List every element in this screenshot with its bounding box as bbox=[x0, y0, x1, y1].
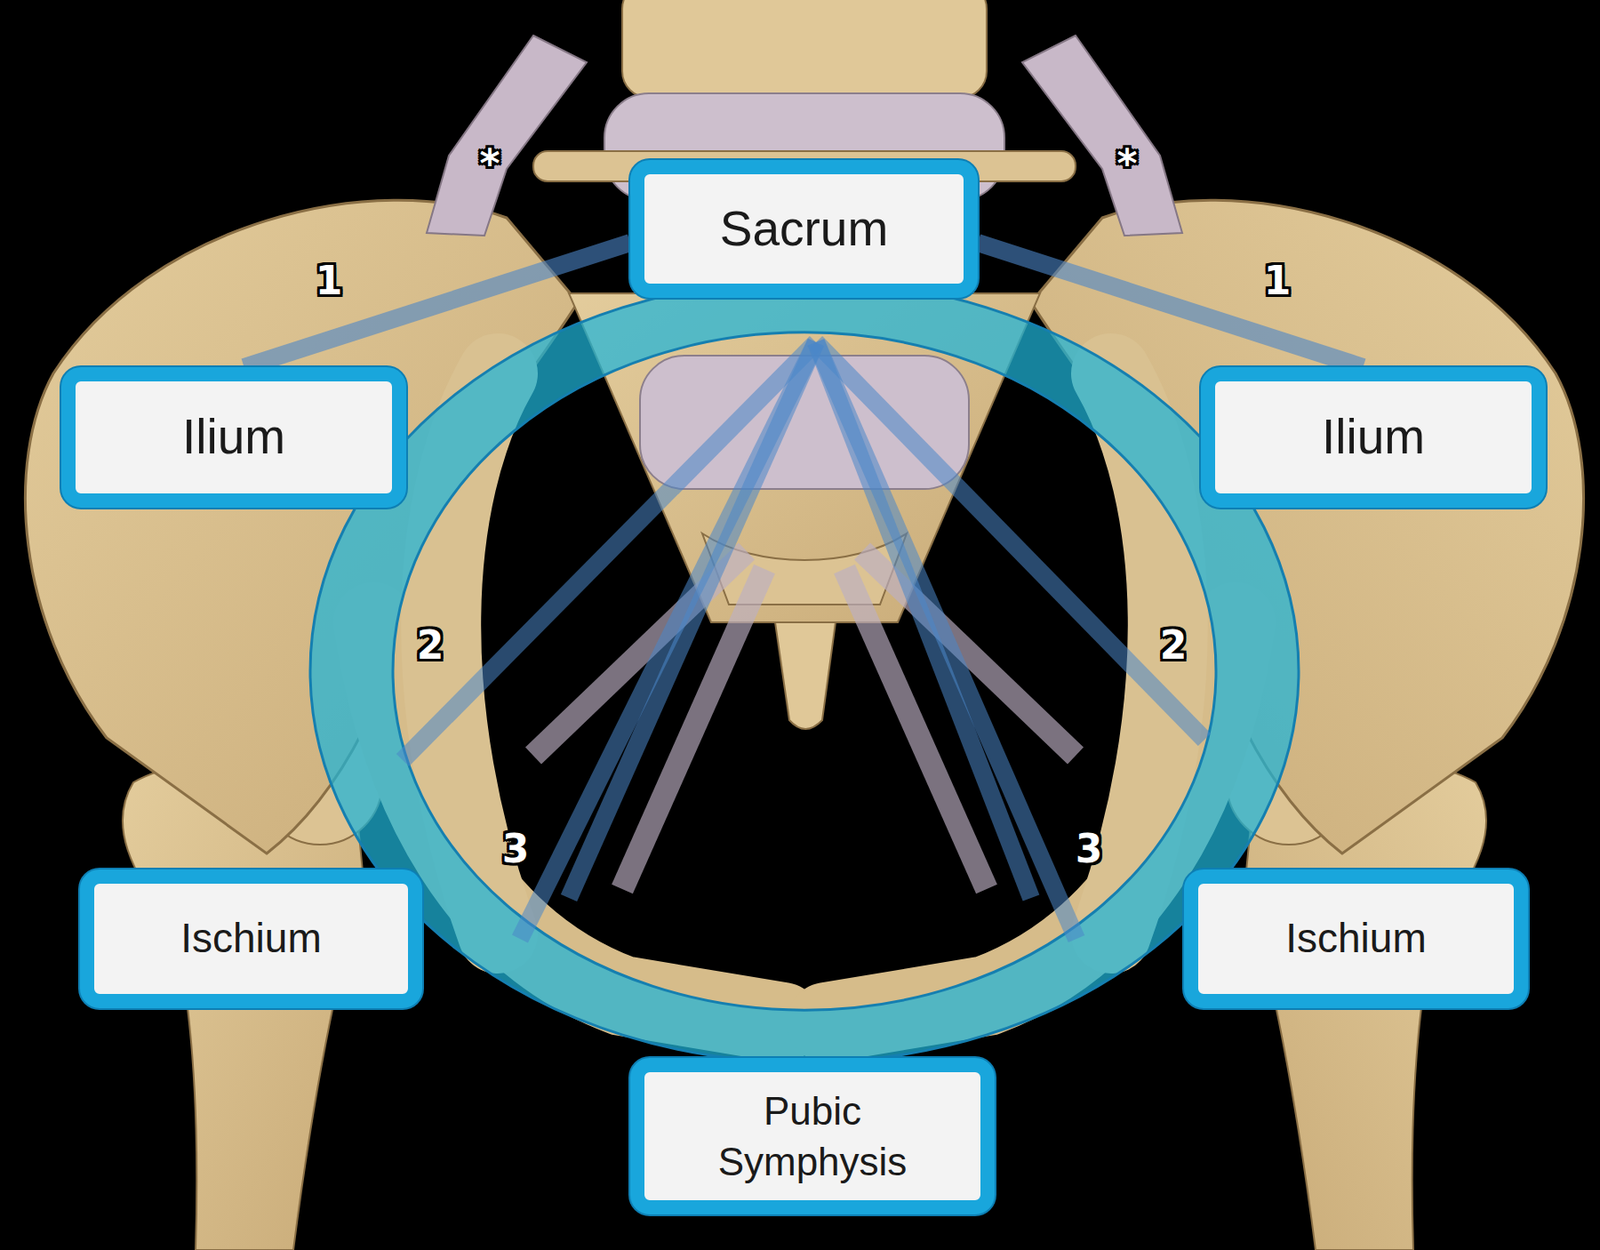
box-label: Pubic Symphysis bbox=[688, 1085, 937, 1187]
sacrotuberous-line bbox=[816, 342, 1077, 939]
iliac-wing bbox=[1031, 200, 1584, 854]
ligament-line bbox=[816, 342, 1032, 898]
iliac-wing bbox=[24, 200, 578, 854]
box-content: Pubic Symphysis bbox=[688, 1085, 937, 1187]
callout-number: 1 bbox=[1264, 261, 1292, 301]
bone-box: Ischium bbox=[1184, 869, 1528, 1008]
callout-number: 1 bbox=[315, 261, 344, 301]
box-label: Ilium bbox=[182, 405, 286, 470]
bone-box: Ischium bbox=[80, 869, 423, 1008]
callout-number: * bbox=[479, 144, 500, 184]
callout-number: * bbox=[1116, 144, 1137, 184]
sacrospinous-line bbox=[402, 342, 816, 760]
ligament-lines bbox=[402, 342, 1205, 939]
box-label: Ilium bbox=[1321, 405, 1425, 470]
box-content: Ischium bbox=[180, 912, 321, 966]
callout-number: 3 bbox=[1075, 829, 1104, 869]
ligament-connector bbox=[244, 242, 631, 368]
box-label: Ischium bbox=[1285, 912, 1426, 966]
iliolumbar-ligament bbox=[1022, 35, 1183, 236]
box-content: Ischium bbox=[1285, 912, 1426, 966]
bone-box: Sacrum bbox=[630, 160, 978, 298]
joint-box: Pubic Symphysis bbox=[630, 1057, 995, 1215]
bone-box: Ilium bbox=[61, 367, 407, 508]
box-content: Ilium bbox=[1321, 405, 1425, 470]
box-label: Ischium bbox=[180, 912, 321, 966]
callout-number: 2 bbox=[1160, 625, 1188, 665]
lumbar-vertebra bbox=[622, 0, 987, 98]
box-label: Sacrum bbox=[720, 197, 889, 262]
sacrospinous-line bbox=[816, 342, 1205, 740]
ligament-connector bbox=[977, 242, 1363, 368]
pelvic-ring bbox=[310, 280, 1299, 1063]
box-content: Sacrum bbox=[720, 197, 889, 262]
sacral-ligaments bbox=[533, 551, 1076, 889]
callout-number: 3 bbox=[502, 829, 530, 869]
ligament-line bbox=[568, 342, 816, 898]
sacrotuberous-line bbox=[520, 342, 816, 939]
bone-box: Ilium bbox=[1200, 367, 1546, 508]
iliolumbar-ligament bbox=[426, 35, 587, 236]
coccyx bbox=[775, 622, 836, 729]
callout-number: 2 bbox=[416, 625, 445, 665]
box-content: Ilium bbox=[182, 405, 286, 470]
